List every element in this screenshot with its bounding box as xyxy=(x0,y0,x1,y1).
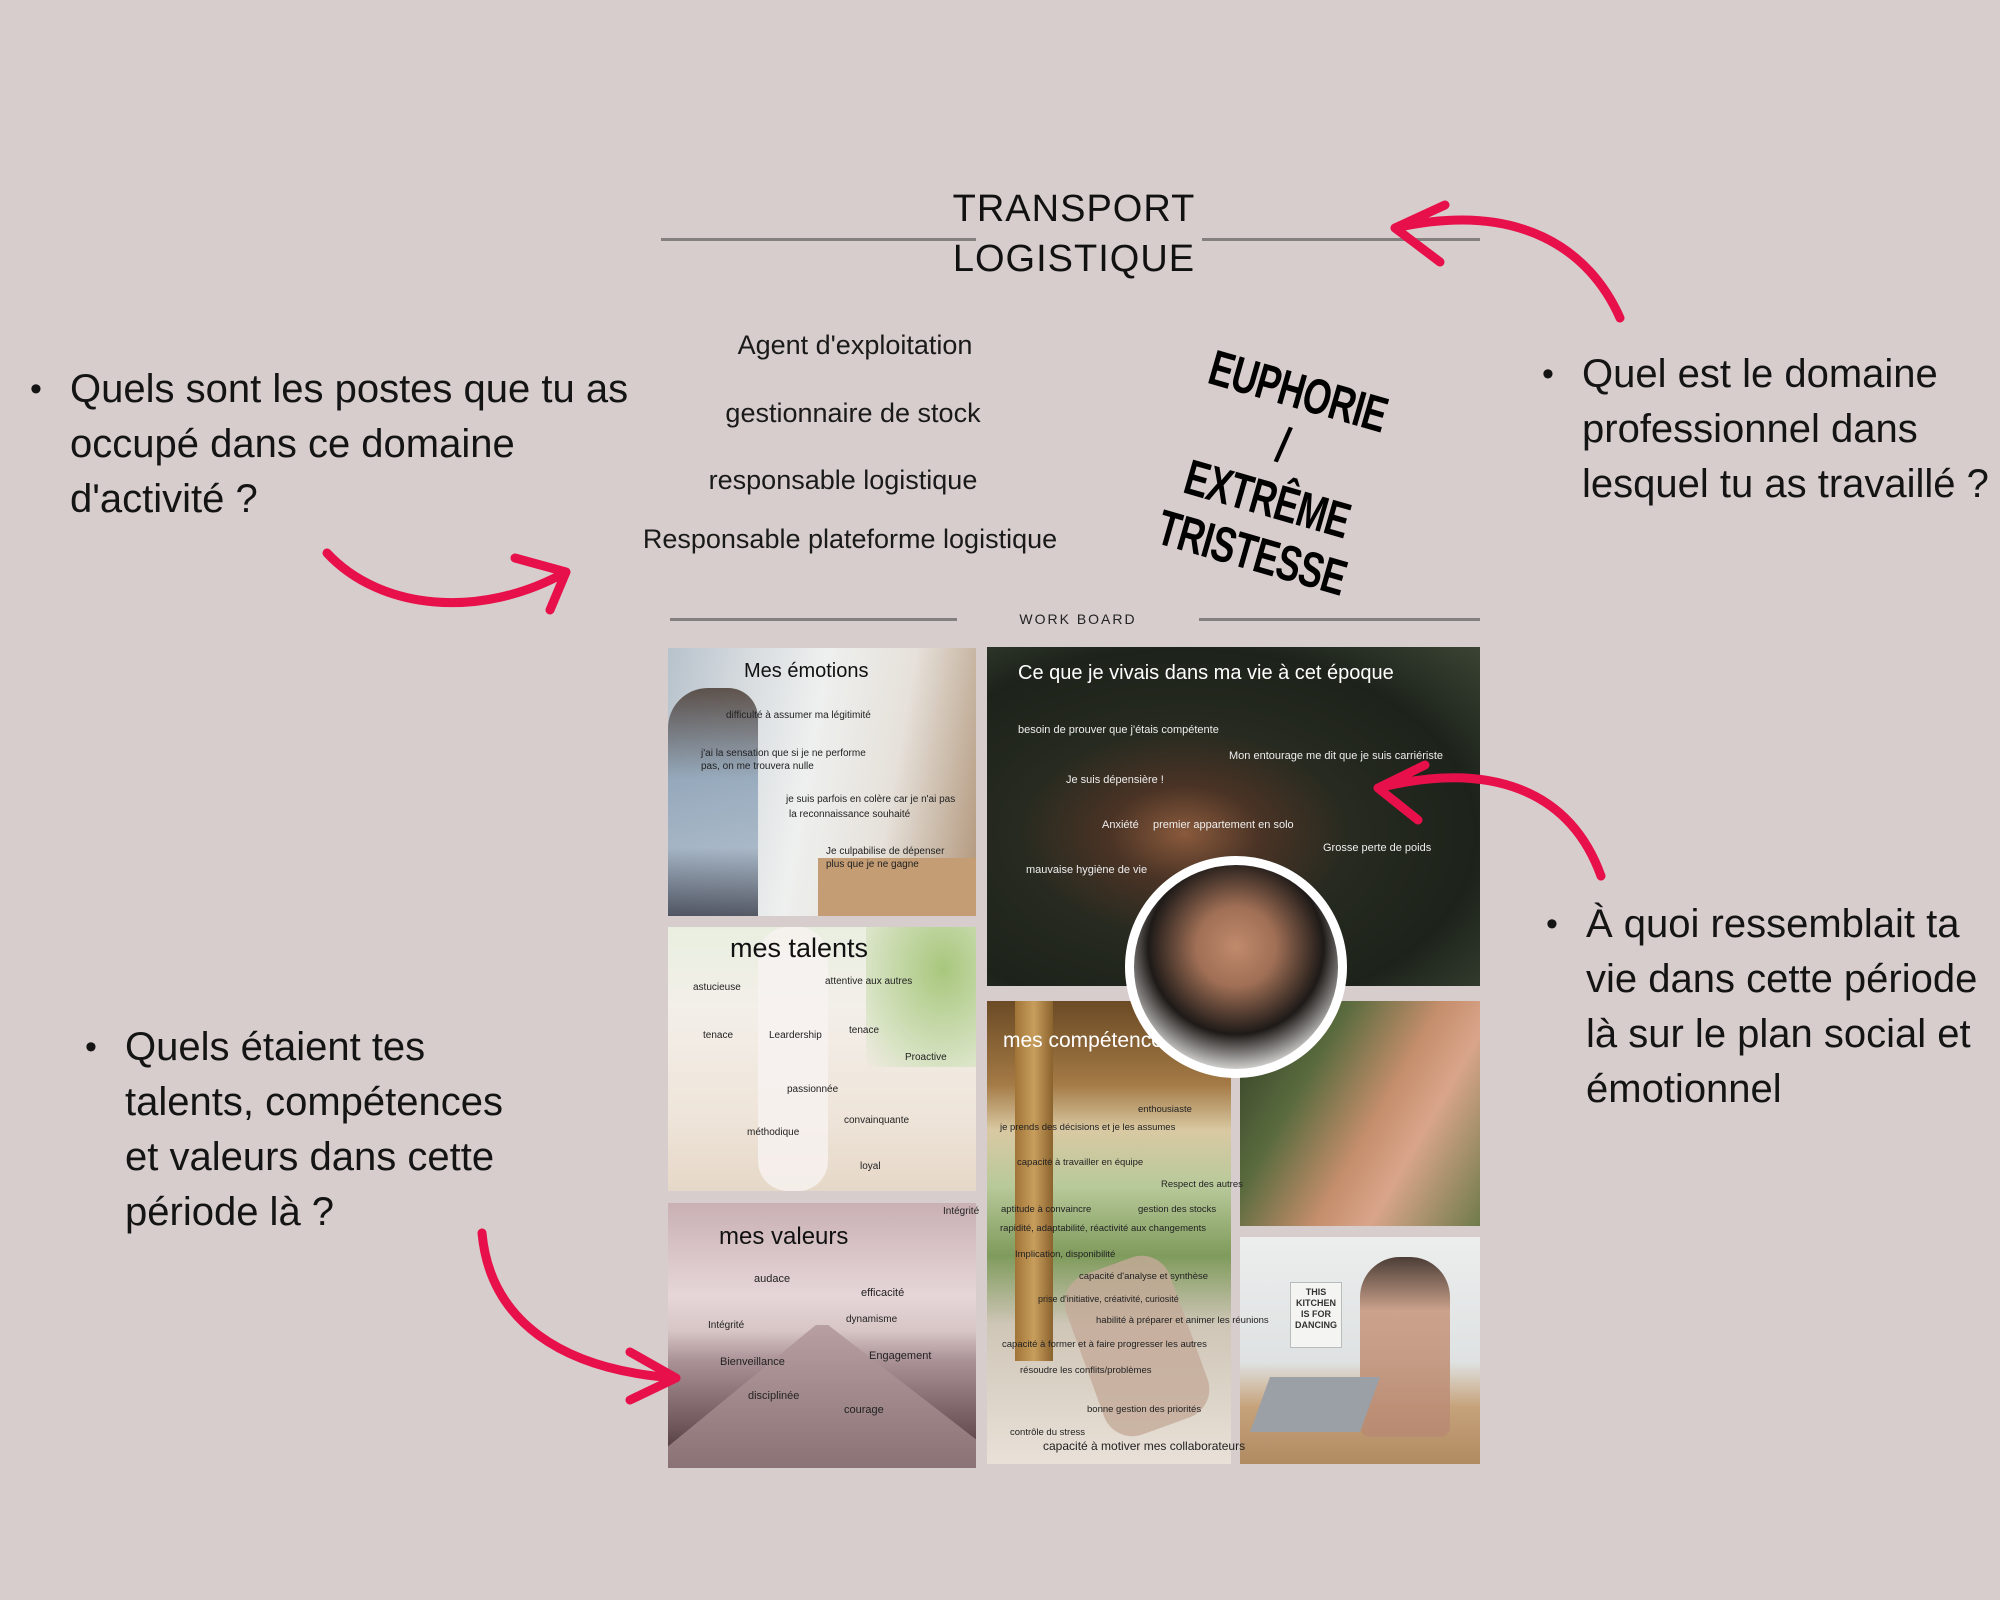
arrow-to-valeurs xyxy=(477,1228,681,1405)
competence-item: contrôle du stress xyxy=(1010,1427,1085,1438)
competence-item: prise d'initiative, créativité, curiosit… xyxy=(1038,1294,1179,1304)
competence-item: aptitude à convaincre xyxy=(1001,1204,1092,1215)
job-item: gestionnaire de stock xyxy=(725,398,981,428)
panel-emotions: Mes émotions difficulté à assumer ma lég… xyxy=(668,648,976,916)
question-text: Quels sont les postes que tu as occupé d… xyxy=(70,367,629,521)
competence-item: Implication, disponibilité xyxy=(1015,1249,1116,1260)
talents-title: mes talents xyxy=(730,933,869,963)
valeur-item: Intégrité xyxy=(943,1206,980,1217)
emotion-item: la reconnaissance souhaité xyxy=(789,809,911,820)
talent-item: astucieuse xyxy=(693,982,741,993)
question-domaine: • Quel est le domaine professionnel dans… xyxy=(1542,347,1992,512)
competence-item: je prends des décisions et je les assume… xyxy=(1000,1122,1176,1133)
competence-item: rapidité, adaptabilité, réactivité aux c… xyxy=(1000,1223,1206,1234)
workboard-label: WORK BOARD xyxy=(1019,611,1137,627)
vie-title: Ce que je vivais dans ma vie à cet époqu… xyxy=(1018,662,1394,684)
vie-item: Je suis dépensière ! xyxy=(1066,774,1164,786)
talent-item: attentive aux autres xyxy=(825,976,913,987)
panel-competences: mes compétences enthousiaste je prends d… xyxy=(987,1001,1269,1464)
competence-item: capacité à travailler en équipe xyxy=(1017,1157,1144,1168)
vie-item: Grosse perte de poids xyxy=(1323,842,1432,854)
competence-item: capacité à motiver mes collaborateurs xyxy=(1043,1439,1246,1453)
question-vie: • À quoi ressemblait ta vie dans cette p… xyxy=(1546,897,1986,1117)
talent-item: Leardership xyxy=(769,1030,822,1041)
competence-item: résoudre les conflits/problèmes xyxy=(1020,1365,1152,1376)
office-photo xyxy=(668,648,976,916)
bullet: • xyxy=(1542,355,1554,393)
panel-talents: mes talents astucieuse attentive aux aut… xyxy=(668,927,976,1191)
valeur-item: dynamisme xyxy=(846,1314,898,1325)
question-text: À quoi ressemblait ta vie dans cette pér… xyxy=(1586,902,1978,1111)
title-rule-right xyxy=(1202,238,1480,241)
hammock-photo xyxy=(987,1001,1231,1464)
bullet: • xyxy=(30,370,42,408)
kitchen-sign: THIS KITCHEN IS FOR DANCING xyxy=(1290,1282,1342,1348)
circle-portrait xyxy=(1125,856,1347,1078)
valeur-item: efficacité xyxy=(861,1287,905,1299)
bullet: • xyxy=(85,1028,97,1066)
mood-label: EUPHORIE / EXTRÊME TRISTESSE xyxy=(1126,331,1423,614)
question-text: Quels étaient tes talents, compétences e… xyxy=(125,1025,503,1234)
talent-item: tenace xyxy=(703,1030,734,1041)
vie-item: premier appartement en solo xyxy=(1153,819,1294,831)
panel-valeurs: Intégrité mes valeurs audace efficacité … xyxy=(668,1203,980,1468)
arrow-to-jobs xyxy=(322,548,571,615)
valeur-item: disciplinée xyxy=(748,1390,800,1402)
emotion-item: j'ai la sensation que si je ne performe xyxy=(701,748,866,759)
emotion-item: difficulté à assumer ma légitimité xyxy=(726,710,871,721)
competence-item: bonne gestion des priorités xyxy=(1087,1404,1202,1415)
vie-item: mauvaise hygiène de vie xyxy=(1026,864,1148,876)
valeur-item: Bienveillance xyxy=(720,1356,785,1368)
emotions-title: Mes émotions xyxy=(744,660,869,682)
talent-item: loyal xyxy=(860,1161,881,1172)
valeur-item: Engagement xyxy=(869,1350,932,1362)
vie-item: Mon entourage me dit que je suis carriér… xyxy=(1229,750,1443,762)
talent-item: Proactive xyxy=(905,1052,947,1063)
question-postes: • Quels sont les postes que tu as occupé… xyxy=(30,362,640,527)
question-text: Quel est le domaine professionnel dans l… xyxy=(1582,352,1989,506)
talent-item: passionnée xyxy=(787,1084,839,1095)
valeur-item: courage xyxy=(844,1404,884,1416)
workboard-rule-left xyxy=(670,618,957,621)
talent-item: convainquante xyxy=(844,1115,910,1126)
competence-item: capacité à former et à faire progresser … xyxy=(1002,1339,1207,1350)
vie-item: Anxiété xyxy=(1102,819,1139,831)
competence-item: Respect des autres xyxy=(1161,1179,1243,1190)
competence-item: capacité d'analyse et synthèse xyxy=(1079,1271,1209,1282)
running-woman-photo xyxy=(668,927,976,1191)
valeur-item: Intégrité xyxy=(708,1320,745,1331)
job-item: responsable logistique xyxy=(708,465,978,495)
domain-title-line2: LOGISTIQUE xyxy=(952,238,1196,280)
workboard-rule-right xyxy=(1199,618,1480,621)
vie-item: besoin de prouver que j'étais compétente xyxy=(1018,724,1219,736)
valeur-item: audace xyxy=(754,1273,791,1285)
competence-item: habilité à préparer et animer les réunio… xyxy=(1096,1315,1269,1326)
title-rule-left xyxy=(661,238,976,241)
kitchen-photo: THIS KITCHEN IS FOR DANCING xyxy=(1240,1237,1480,1464)
emotion-item: je suis parfois en colère car je n'ai pa… xyxy=(786,794,956,805)
emotion-item: plus que je ne gagne xyxy=(826,859,919,870)
emotion-item: Je culpabilise de dépenser xyxy=(826,846,945,857)
job-item: Agent d'exploitation xyxy=(737,330,973,360)
competence-item: enthousiaste xyxy=(1138,1104,1192,1115)
talent-item: tenace xyxy=(849,1025,880,1036)
emotion-item: pas, on me trouvera nulle xyxy=(701,761,814,772)
pier-photo xyxy=(668,1203,976,1468)
job-item: Responsable plateforme logistique xyxy=(642,524,1058,554)
bullet: • xyxy=(1546,905,1558,943)
competences-title: mes compétences xyxy=(1003,1029,1174,1052)
competence-item: gestion des stocks xyxy=(1138,1204,1217,1215)
talent-item: méthodique xyxy=(747,1127,800,1138)
domain-title-line1: TRANSPORT xyxy=(952,188,1196,230)
valeurs-title: mes valeurs xyxy=(719,1223,849,1250)
question-talents: • Quels étaient tes talents, compétences… xyxy=(85,1020,545,1240)
